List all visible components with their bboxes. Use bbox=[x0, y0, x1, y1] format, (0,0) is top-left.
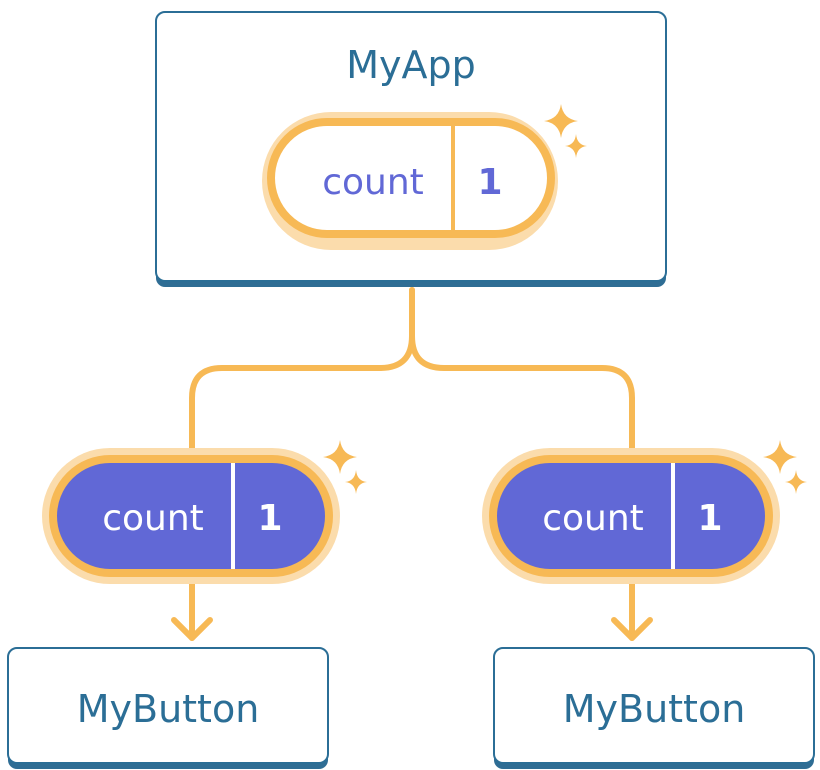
right-pill bbox=[489, 455, 773, 577]
connector-left bbox=[189, 287, 415, 451]
right-mybutton-title: MyButton bbox=[563, 687, 746, 731]
arrow-left-head bbox=[171, 617, 213, 641]
left-mybutton-component: MyButton bbox=[7, 647, 329, 769]
right-prop-pill: count 1 bbox=[482, 448, 780, 584]
left-sparkle-icon bbox=[323, 440, 367, 494]
myapp-title: MyApp bbox=[346, 43, 476, 87]
left-prop-label: count bbox=[102, 498, 204, 539]
myapp-state-pill: count 1 bbox=[262, 112, 558, 250]
connector-right bbox=[409, 287, 635, 451]
left-prop-pill: count 1 bbox=[42, 448, 340, 584]
left-pill bbox=[49, 455, 333, 577]
myapp-component: MyApp count 1 bbox=[155, 11, 667, 287]
right-prop-value: 1 bbox=[697, 498, 722, 539]
right-sparkle-icon bbox=[763, 440, 807, 494]
myapp-state-value: 1 bbox=[477, 162, 502, 203]
myapp-state-label: count bbox=[322, 162, 424, 203]
left-mybutton-title: MyButton bbox=[77, 687, 260, 731]
left-prop-value: 1 bbox=[257, 498, 282, 539]
connector-lines bbox=[171, 287, 653, 641]
left-mybutton-box bbox=[7, 647, 329, 764]
right-prop-label: count bbox=[542, 498, 644, 539]
arrow-right-head bbox=[611, 617, 653, 641]
myapp-sparkle-icon bbox=[544, 104, 587, 158]
right-mybutton-component: MyButton bbox=[493, 647, 815, 769]
right-mybutton-box bbox=[493, 647, 815, 764]
myapp-pill bbox=[267, 118, 555, 238]
